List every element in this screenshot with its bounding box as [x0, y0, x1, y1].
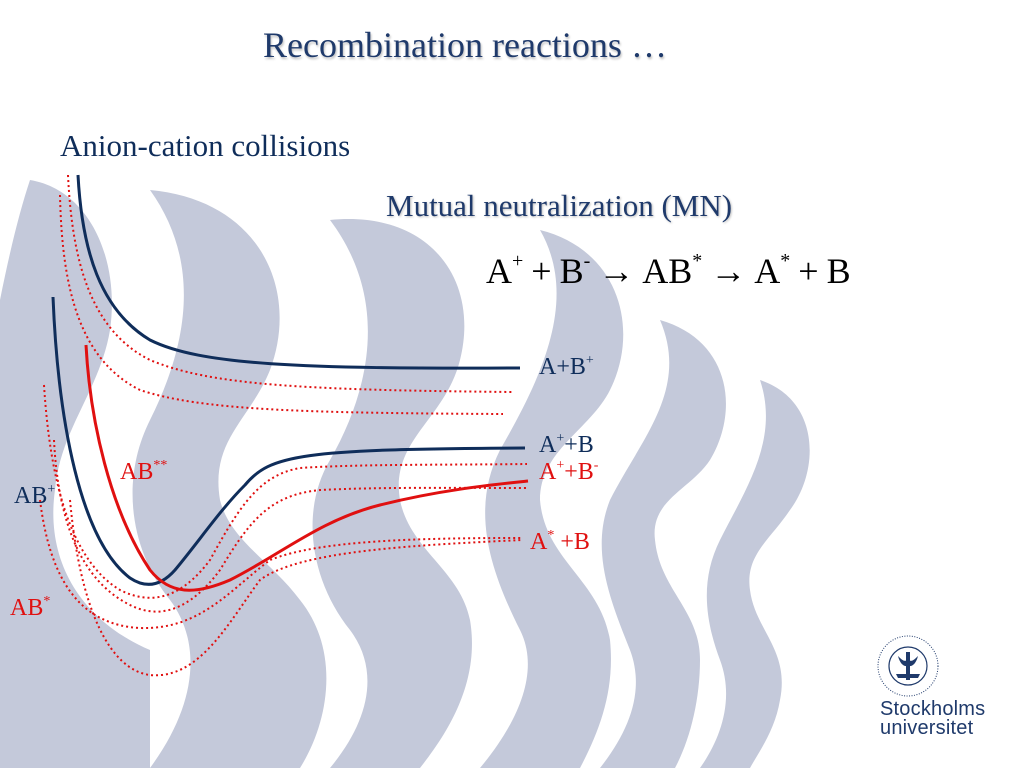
dotted-curve-1 [67, 174, 513, 393]
label-ab-plus: AB+ [14, 482, 56, 509]
dotted-curve-6 [69, 499, 523, 677]
label-a-bplus: A+B+ [539, 353, 594, 380]
curve-ab-plus [51, 296, 526, 586]
eq-plus-op: + [531, 251, 552, 291]
eq-arrow-1: → [598, 251, 635, 291]
dotted-curve-5 [39, 499, 523, 630]
flame-background [0, 180, 810, 768]
wordmark-line-2: universitet [880, 717, 974, 739]
wordmark-line-1: Stockholms [880, 698, 986, 720]
stockholm-university-seal-icon [877, 635, 939, 697]
dotted-curve-4 [53, 439, 528, 613]
eq-sup-plus: + [512, 250, 524, 272]
dotted-curve-2 [59, 194, 504, 415]
curve-ab-doublestar [84, 344, 529, 592]
eq-sup-star: * [692, 250, 703, 272]
reaction-equation: A++B-→AB*→A*+B [486, 250, 851, 292]
eq-term-b2: B [826, 251, 851, 291]
slide-subtitle: Anion-cation collisions [60, 128, 351, 163]
label-ab-doublestar: AB** [120, 458, 168, 485]
eq-plus-op-2: + [798, 251, 819, 291]
eq-term-a2: A [754, 251, 781, 291]
eq-term-b: B [559, 251, 584, 291]
eq-sup-minus: - [583, 250, 591, 272]
slide-title: Recombination reactions … [263, 25, 667, 65]
curve-a-bplus [76, 174, 521, 370]
label-astar-b: A* +B [530, 528, 590, 555]
dotted-curve-3 [43, 384, 528, 599]
eq-term-a: A [486, 251, 512, 291]
mn-heading: Mutual neutralization (MN) [386, 188, 733, 223]
label-aplus-bminus: A++B- [539, 458, 599, 485]
university-wordmark: Stockholms universitet [880, 698, 986, 739]
label-aplus-b: A++B [539, 431, 594, 458]
eq-arrow-2: → [710, 251, 747, 291]
eq-term-ab: AB [642, 251, 693, 291]
label-ab-star: AB* [10, 594, 51, 621]
eq-sup-star-2: * [780, 250, 791, 272]
